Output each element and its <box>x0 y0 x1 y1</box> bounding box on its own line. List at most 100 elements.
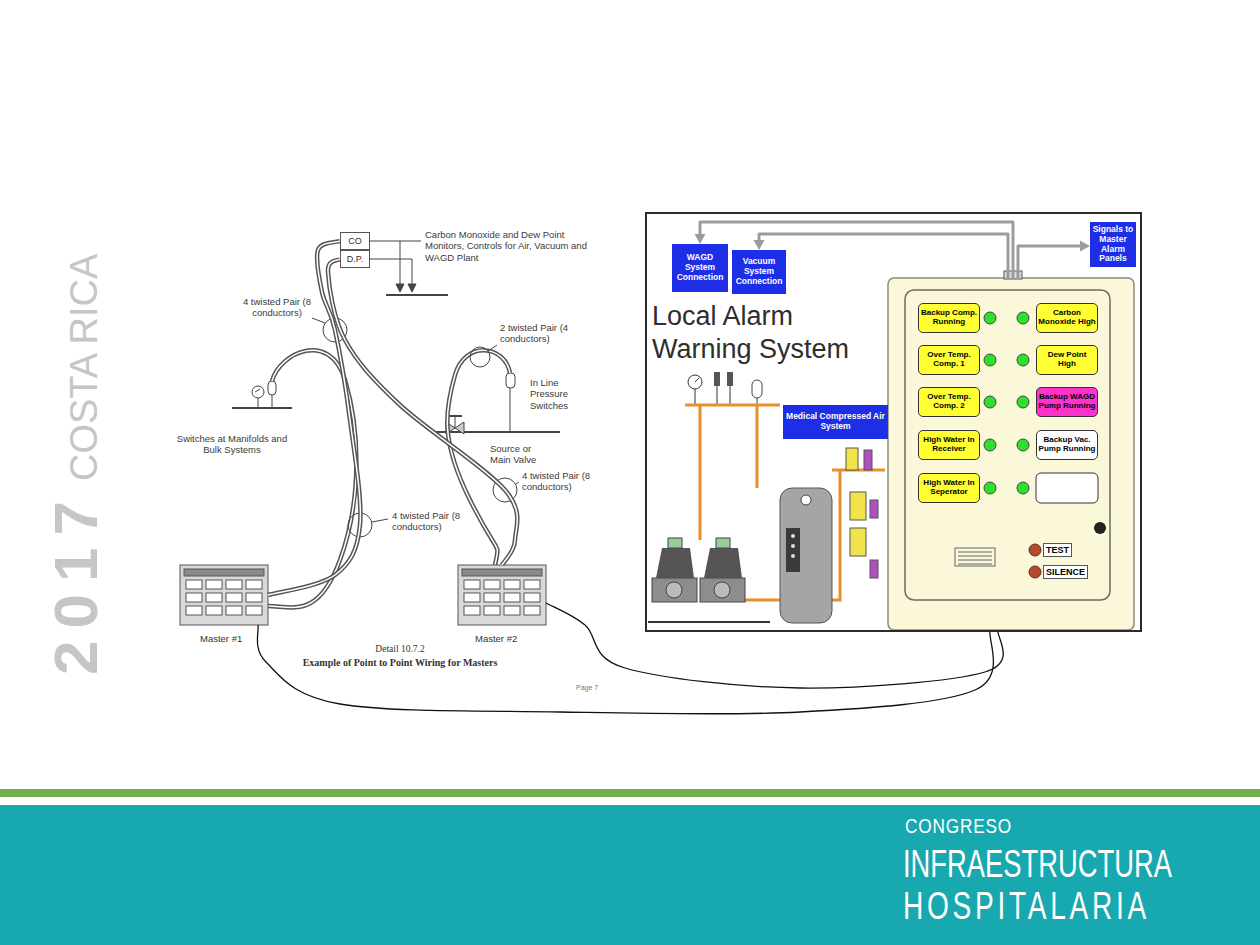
master-panel-illustration <box>186 606 202 615</box>
local-alarm-panel-illustration <box>1017 312 1029 324</box>
master-panel-illustration <box>206 606 222 615</box>
alarm-label: High Water In Seperator <box>918 473 980 503</box>
manifold-switch-symbol <box>258 398 259 408</box>
manifold-switch-symbol <box>272 395 273 408</box>
compressor-plant <box>791 554 795 558</box>
local-alarm-panel-illustration <box>984 312 1029 494</box>
alarm-label: Backup Comp. Running <box>918 303 980 333</box>
monitor-box: D.P. <box>340 250 370 268</box>
master-panel-illustration <box>206 593 222 602</box>
manifold-switch-symbol <box>232 407 292 409</box>
node-text: CO <box>348 236 362 246</box>
node-text: Carbon Monoxide High <box>1038 309 1096 327</box>
pressure-switch-symbol <box>506 373 515 388</box>
cable-label: 4 twisted Pair (8 conductors) <box>522 470 600 493</box>
master-panel-illustration <box>484 580 500 589</box>
compressor-plant <box>850 492 866 520</box>
arrow-head <box>1080 241 1090 252</box>
compressor-plant <box>727 372 733 386</box>
master-panel-illustration <box>226 606 242 615</box>
local-alarm-panel-illustration <box>1036 473 1098 503</box>
compressor-plant <box>652 578 697 602</box>
local-alarm-panel-illustration <box>958 552 992 564</box>
master-panel-illustration <box>504 606 520 615</box>
page-number: Page 7 <box>576 684 616 692</box>
local-alarm-panel-illustration <box>1029 544 1041 556</box>
signal-wire <box>257 625 993 714</box>
monitor-symbols <box>370 259 412 260</box>
compressor-plant <box>791 544 795 548</box>
node-text: WAGD System Connection <box>674 253 726 282</box>
compressor-plant <box>786 528 800 572</box>
connector-line <box>759 234 1008 278</box>
local-alarm-panel-illustration <box>984 396 996 408</box>
node-text: Medical Compressed Air System <box>785 412 886 432</box>
monitor-symbols <box>412 259 413 286</box>
local-alarm-panel-illustration <box>1094 522 1106 534</box>
node-text: D.P. <box>347 254 363 264</box>
pressure-switch-symbol <box>455 416 456 428</box>
local-alarm-panel-illustration <box>888 271 1134 630</box>
master-panel-illustration <box>458 565 546 625</box>
compressor-plant <box>688 375 702 389</box>
alarm-label: High Water In Receiver <box>918 430 980 460</box>
master-panel-illustration <box>246 580 262 589</box>
local-alarm-panel-illustration <box>1029 566 1041 578</box>
manifold-switch-symbol <box>255 389 260 392</box>
node-text: Signals to Master Alarm Panels <box>1092 225 1134 264</box>
compressor-plant <box>850 528 866 556</box>
master-panel-illustration <box>180 565 546 625</box>
pressure-switch-symbol <box>510 388 511 432</box>
callout-circle <box>516 482 519 484</box>
congress-title: INFRAESTRUCTURA <box>903 845 1172 883</box>
pressure-switch-symbol <box>448 415 462 417</box>
master-panel-illustration <box>484 593 500 602</box>
manifold-switch-symbol <box>252 386 264 398</box>
node-text: Dew Point High <box>1038 351 1096 369</box>
monitor-symbols <box>396 284 404 292</box>
master-panel-illustration <box>246 606 262 615</box>
master-alarm-panel: Master #2 <box>458 565 546 625</box>
connector-line <box>268 241 360 595</box>
master-panel-illustration <box>186 593 202 602</box>
local-alarm-panel-illustration <box>984 439 996 451</box>
alarm-label: Carbon Monoxide High <box>1036 303 1098 333</box>
master-panel-illustration <box>504 580 520 589</box>
master-panel-illustration <box>464 593 480 602</box>
connector-line <box>328 259 517 565</box>
callout-circle <box>312 318 519 537</box>
watermark-country: COSTA RICA <box>65 254 103 481</box>
local-alarm-panel-illustration <box>905 290 1110 600</box>
master-panel-illustration <box>524 606 540 615</box>
button-label: SILENCE <box>1043 565 1088 579</box>
compressor-plant <box>714 372 720 386</box>
compressor-plant <box>695 389 696 405</box>
master-panel-illustration <box>464 606 480 615</box>
node-text: Over Temp. Comp. 2 <box>920 393 978 411</box>
signal-wire <box>546 603 1003 688</box>
alarm-label: Dew Point High <box>1036 345 1098 375</box>
connector-line <box>546 603 1003 688</box>
connector-line <box>1018 246 1083 278</box>
master-panel-illustration <box>504 593 520 602</box>
signal-arrow <box>754 234 1009 278</box>
compressor-plant <box>700 578 745 602</box>
twisted-pair-cable <box>328 259 517 565</box>
callout-circle <box>312 318 325 323</box>
local-alarm-panel-illustration <box>1017 439 1029 451</box>
compressor-plant <box>730 386 731 405</box>
compressor-plant <box>864 450 872 470</box>
signal-arrow <box>1018 241 1090 279</box>
frame-title: Local Alarm Warning System <box>652 300 884 366</box>
node-text: Over Temp. Comp. 1 <box>920 351 978 369</box>
node-text: High Water In Seperator <box>920 479 978 497</box>
monitor-symbols <box>370 241 421 242</box>
cable-label: 4 twisted Pair (8 conductors) <box>240 296 314 319</box>
compressor-plant <box>648 621 770 623</box>
twisted-pair-cable <box>268 241 360 595</box>
alarm-label: Over Temp. Comp. 2 <box>918 387 980 417</box>
footer-stripe <box>0 789 1260 797</box>
system-box: Medical Compressed Air System <box>783 405 888 439</box>
